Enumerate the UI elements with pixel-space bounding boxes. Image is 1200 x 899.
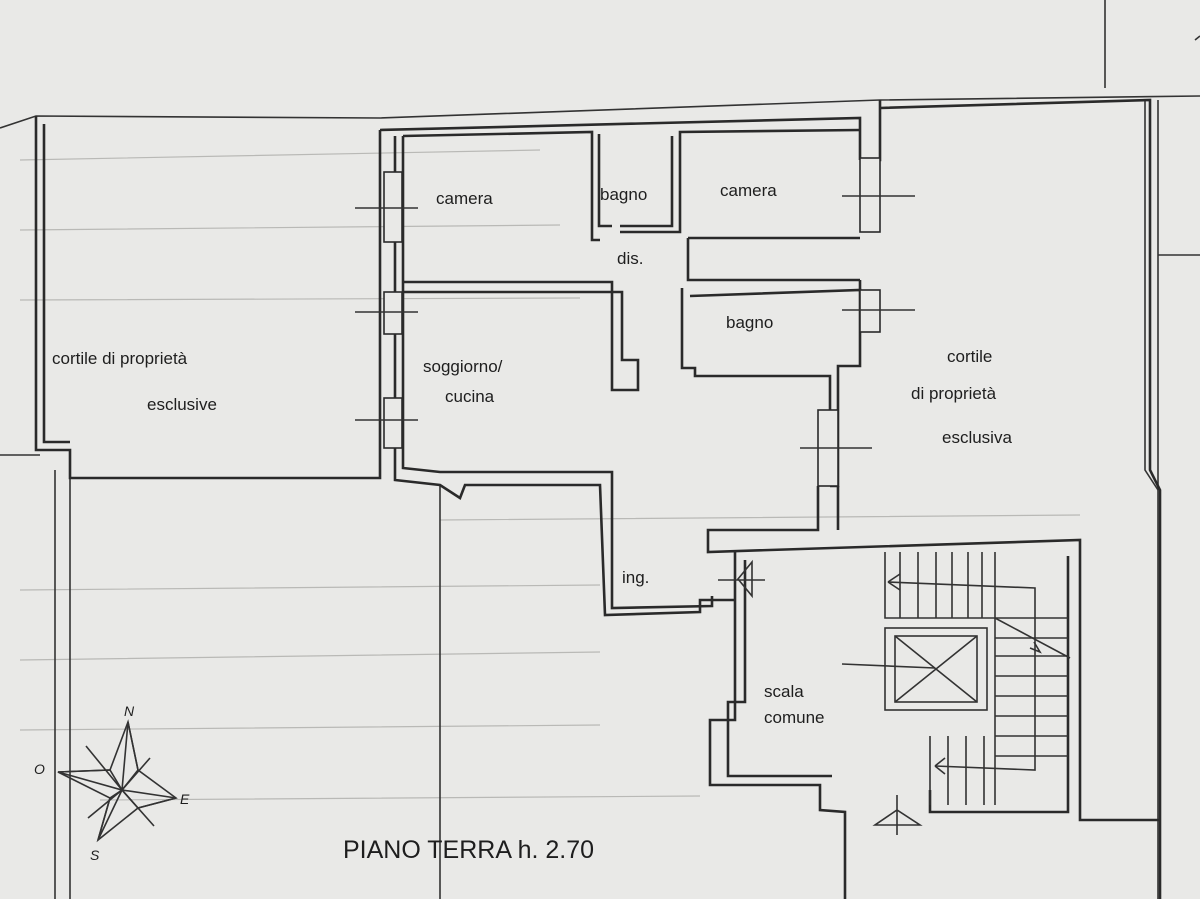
label-camera-right: camera [720, 181, 777, 200]
elevator-shaft [884, 627, 988, 711]
left-courtyard-walls [34, 116, 382, 480]
label-cortile-right-line1: cortile [947, 347, 992, 366]
plan-title: PIANO TERRA h. 2.70 [343, 836, 594, 864]
label-ingresso: ing. [622, 568, 649, 587]
label-cortile-right-line2: di proprietà [911, 384, 997, 403]
window-camera-right [859, 157, 881, 233]
label-scala-line1: scala [764, 682, 804, 701]
window-soggiorno-upper [383, 291, 403, 335]
compass-west: O [34, 761, 45, 777]
label-bagno-top: bagno [600, 185, 647, 204]
window-bagno-mid [859, 289, 881, 333]
label-cortile-left-line1: cortile di proprietà [52, 349, 188, 368]
label-scala-line2: comune [764, 708, 824, 727]
apartment-walls [379, 98, 1162, 899]
label-cortile-left-line2: esclusive [147, 395, 217, 414]
compass-rose: N O E S [34, 703, 190, 863]
windows [355, 157, 915, 487]
window-camera-left [383, 171, 403, 243]
stairwell [841, 552, 1071, 805]
compass-south: S [90, 847, 100, 863]
compass-east: E [180, 791, 190, 807]
label-camera-left: camera [436, 189, 493, 208]
window-soggiorno-lower [383, 397, 403, 449]
paper-texture [19, 149, 1081, 801]
compass-north: N [124, 703, 135, 719]
label-bagno-mid: bagno [726, 313, 773, 332]
label-soggiorno-line2: cucina [445, 387, 495, 406]
label-disimpegno: dis. [617, 249, 643, 268]
label-soggiorno-line1: soggiorno/ [423, 357, 503, 376]
room-labels: camera bagno camera dis. bagno soggiorno… [52, 181, 1012, 727]
entrance-symbols [718, 559, 923, 835]
label-cortile-right-line3: esclusiva [942, 428, 1012, 447]
